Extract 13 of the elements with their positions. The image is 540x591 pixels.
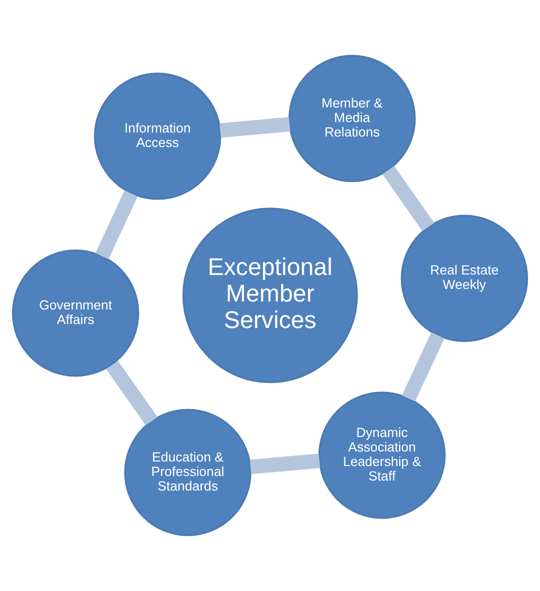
node-circle: Real Estate Weekly <box>400 214 528 342</box>
node-circle: Exceptional Member Services <box>182 208 358 384</box>
connector <box>220 117 290 138</box>
connector <box>106 360 158 426</box>
connector <box>402 332 444 402</box>
connector <box>382 166 434 232</box>
connector <box>250 454 320 474</box>
node-circle: Information Access <box>94 72 222 200</box>
node-circle: Member & Media Relations <box>288 54 416 182</box>
node-circle: Government Affairs <box>12 250 140 377</box>
node-circle: Dynamic Association Leadership & Staff <box>318 392 446 519</box>
node-circle: Education & Professional Standards <box>124 408 252 536</box>
connector <box>95 190 138 260</box>
